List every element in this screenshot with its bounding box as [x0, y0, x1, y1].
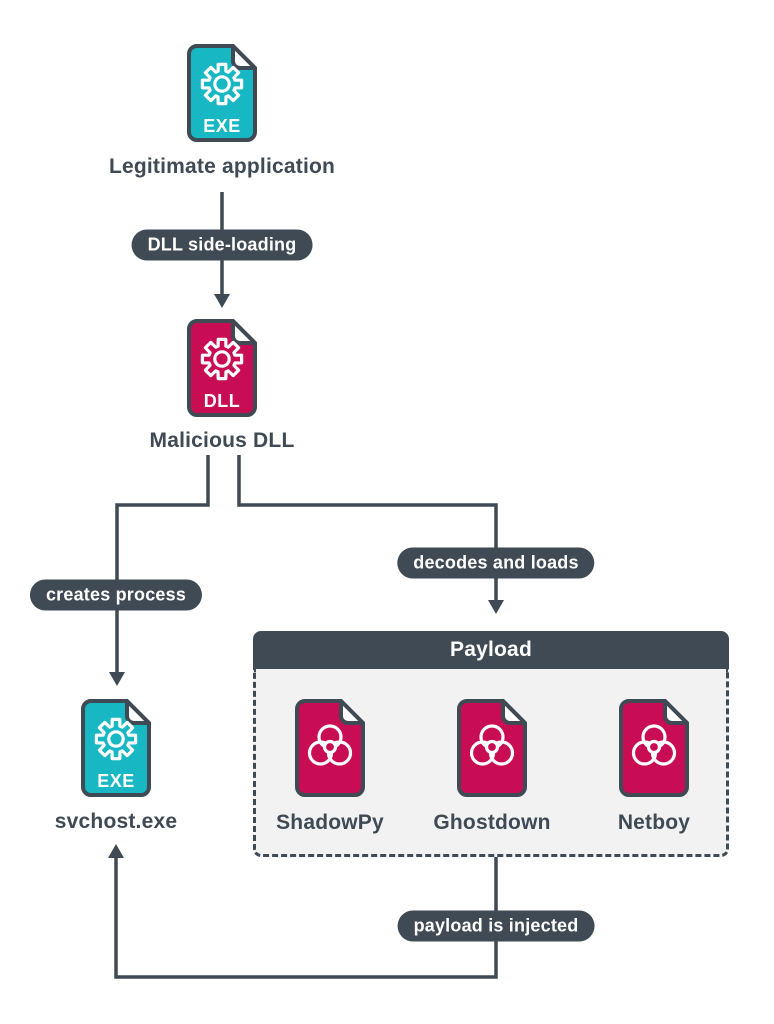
edge-label-decodes-and-loads: decodes and loads — [397, 547, 595, 579]
malware-file-icon — [619, 699, 689, 797]
exe-file-icon: EXE — [81, 699, 151, 797]
file-badge-text: DLL — [204, 391, 241, 411]
svchost-file-icon: EXE — [80, 698, 152, 798]
payload-item-label: Ghostdown — [433, 811, 551, 834]
ghostdown-file-icon — [456, 698, 528, 798]
payload-item-label: Netboy — [617, 811, 691, 834]
legit-app-label: Legitimate application — [108, 155, 336, 178]
svchost-label: svchost.exe — [54, 810, 178, 833]
gear-icon — [200, 62, 244, 106]
payload-title: Payload — [450, 638, 532, 661]
biohazard-icon — [307, 724, 353, 766]
malicious-dll-file-icon: DLL — [186, 318, 258, 418]
edge-label-dll-side-loading: DLL side-loading — [131, 229, 313, 261]
biohazard-icon — [469, 724, 515, 766]
arrowhead-down-icon — [488, 600, 504, 614]
edge-label-creates-process: creates process — [29, 579, 203, 611]
arrowhead-down-icon — [214, 294, 230, 308]
edge-decodes-loads-line — [237, 455, 498, 604]
payload-header: Payload — [253, 631, 729, 669]
arrowhead-down-icon — [109, 672, 125, 686]
folded-corner-icon — [663, 699, 689, 725]
dll-file-icon: DLL — [187, 319, 257, 417]
folded-corner-icon — [231, 44, 257, 70]
exe-file-icon: EXE — [187, 44, 257, 142]
malware-file-icon — [457, 699, 527, 797]
malicious-dll-label: Malicious DLL — [149, 429, 295, 452]
malware-file-icon — [295, 699, 365, 797]
folded-corner-icon — [231, 319, 257, 345]
edge-creates-process-line — [115, 455, 210, 676]
gear-icon — [200, 337, 244, 381]
file-badge-text: EXE — [97, 771, 135, 791]
biohazard-icon — [631, 724, 677, 766]
gear-icon — [94, 717, 138, 761]
folded-corner-icon — [339, 699, 365, 725]
edge-label-payload-is-injected: payload is injected — [397, 910, 595, 942]
arrowhead-up-icon — [108, 844, 124, 858]
folded-corner-icon — [125, 699, 151, 725]
netboy-file-icon — [618, 698, 690, 798]
folded-corner-icon — [501, 699, 527, 725]
shadowpy-file-icon — [294, 698, 366, 798]
legit-app-file-icon: EXE — [186, 43, 258, 143]
payload-item-label: ShadowPy — [276, 811, 384, 834]
file-badge-text: EXE — [203, 116, 241, 136]
